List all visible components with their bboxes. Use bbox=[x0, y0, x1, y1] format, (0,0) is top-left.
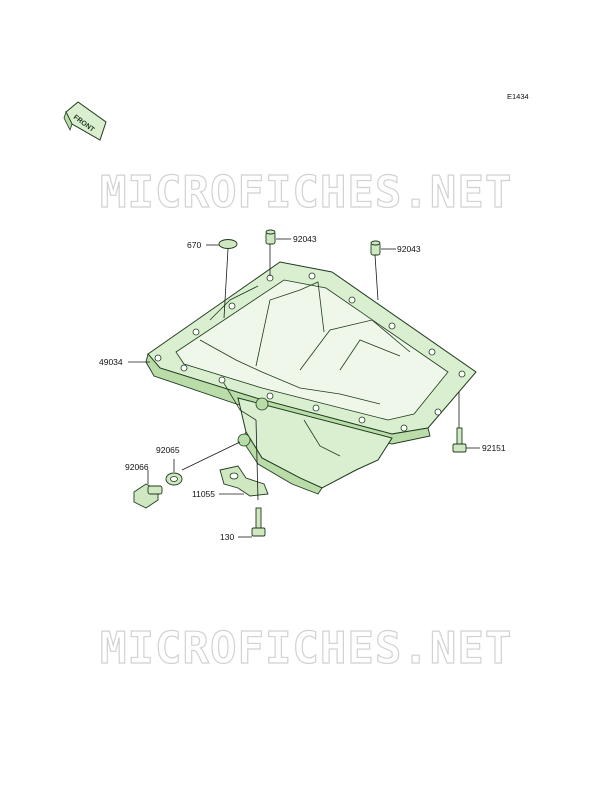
label-dowel-right: 92043 bbox=[397, 244, 421, 254]
label-bracket: 11055 bbox=[192, 489, 215, 499]
diagram-code: E1434 bbox=[507, 92, 529, 101]
drain-plug-part bbox=[133, 483, 163, 509]
oring-part bbox=[218, 239, 238, 249]
label-oring: 670 bbox=[187, 240, 201, 250]
label-oil-pan: 49034 bbox=[99, 357, 123, 367]
watermark-bottom: MICROFICHES.NET bbox=[100, 623, 512, 674]
bolt-pan-part bbox=[452, 427, 467, 453]
label-washer: 92065 bbox=[156, 445, 180, 455]
washer-part bbox=[165, 472, 183, 486]
label-bolt-pan: 92151 bbox=[482, 443, 506, 453]
dowel-right-part bbox=[370, 240, 381, 256]
bracket-part bbox=[219, 465, 269, 497]
leader-lines bbox=[128, 238, 480, 538]
label-bolt-bracket: 130 bbox=[220, 532, 234, 542]
bolt-bracket-part bbox=[251, 507, 266, 537]
oil-pan-illustration bbox=[145, 261, 477, 495]
label-drain-plug: 92066 bbox=[125, 462, 149, 472]
watermark-top: MICROFICHES.NET bbox=[100, 167, 512, 218]
label-dowel-left: 92043 bbox=[293, 234, 317, 244]
front-arrow-icon: FRONT bbox=[63, 101, 107, 141]
dowel-left-part bbox=[265, 229, 276, 245]
